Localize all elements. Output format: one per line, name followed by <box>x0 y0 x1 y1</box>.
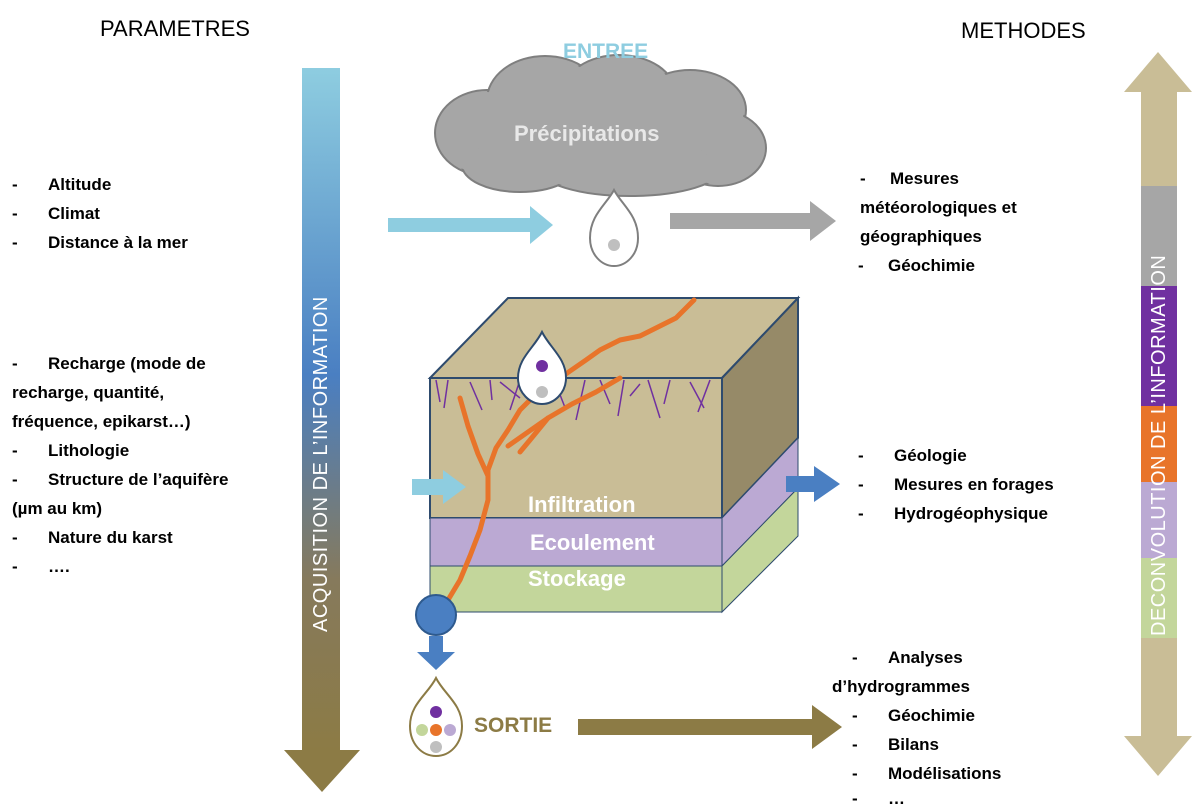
rain-drop <box>588 187 640 268</box>
list-item: -Altitude <box>12 175 112 194</box>
list-item: -Analyses <box>852 648 963 667</box>
block-input-arrow <box>412 470 466 504</box>
params-top-list: -Altitude -Climat -Distance à la mer <box>12 170 188 257</box>
methods-bottom-list: -Analyses d’hydrogrammes -Géochimie -Bil… <box>832 643 1002 807</box>
output-drop <box>408 675 464 758</box>
list-item: -Géochimie <box>852 706 975 725</box>
cloud-label: Précipitations <box>514 121 660 146</box>
list-item: -Modélisations <box>852 764 1002 783</box>
outlet-down-arrow <box>417 636 455 670</box>
list-item: -… <box>852 789 905 807</box>
list-item: -Structure de l’aquifère <box>12 470 229 489</box>
list-item-cont: fréquence, epikarst…) <box>12 412 191 431</box>
layer-infiltration-label: Infiltration <box>528 492 636 517</box>
list-item-cont: météorologiques et <box>860 198 1017 217</box>
list-item: -Géologie <box>858 446 967 465</box>
infiltration-drop <box>516 329 568 406</box>
input-arrow <box>388 206 553 244</box>
list-item: -Géochimie <box>858 256 975 275</box>
acquisition-axis-label: ACQUISITION DE L’INFORMATION <box>310 296 332 632</box>
cloud-fill <box>437 57 764 194</box>
list-item: -Bilans <box>852 735 940 754</box>
list-item: -Nature du karst <box>12 528 173 547</box>
params-middle-list: -Recharge (mode de recharge, quantité, f… <box>12 349 228 581</box>
output-label: SORTIE <box>474 714 553 737</box>
layer-ecoulement-label: Ecoulement <box>530 530 655 555</box>
list-item-cont: (µm au km) <box>12 499 103 518</box>
parameters-header: PARAMETRES <box>100 16 250 41</box>
output-arrow <box>578 705 842 749</box>
list-item: -Lithologie <box>12 441 130 460</box>
list-item: -Mesures en forages <box>858 475 1054 494</box>
list-item: -…. <box>12 557 70 576</box>
list-item-cont: recharge, quantité, <box>12 383 165 402</box>
deconvolution-axis-label: DECONVOLUTION DE L’INFORMATION <box>1148 254 1170 636</box>
list-item-cont: d’hydrogrammes <box>832 677 970 696</box>
list-item: -Mesures <box>860 169 959 188</box>
input-method-arrow <box>670 201 836 241</box>
list-item: -Hydrogéophysique <box>858 504 1048 523</box>
spring-outlet <box>415 594 457 636</box>
list-item-cont: géographiques <box>860 227 982 246</box>
acquisition-arrow <box>284 68 360 792</box>
methods-middle-list: -Géologie -Mesures en forages -Hydrogéop… <box>858 441 1054 528</box>
block-output-arrow <box>786 466 840 502</box>
methods-top-list: -Mesures météorologiques et géographique… <box>858 164 1017 280</box>
list-item: -Climat <box>12 204 100 223</box>
input-title: ENTREE <box>563 40 649 63</box>
methods-header: METHODES <box>961 18 1086 43</box>
list-item: -Recharge (mode de <box>12 354 206 373</box>
list-item: -Distance à la mer <box>12 233 188 252</box>
deconvolution-arrow <box>1124 52 1192 776</box>
layer-stockage-label: Stockage <box>528 566 626 591</box>
